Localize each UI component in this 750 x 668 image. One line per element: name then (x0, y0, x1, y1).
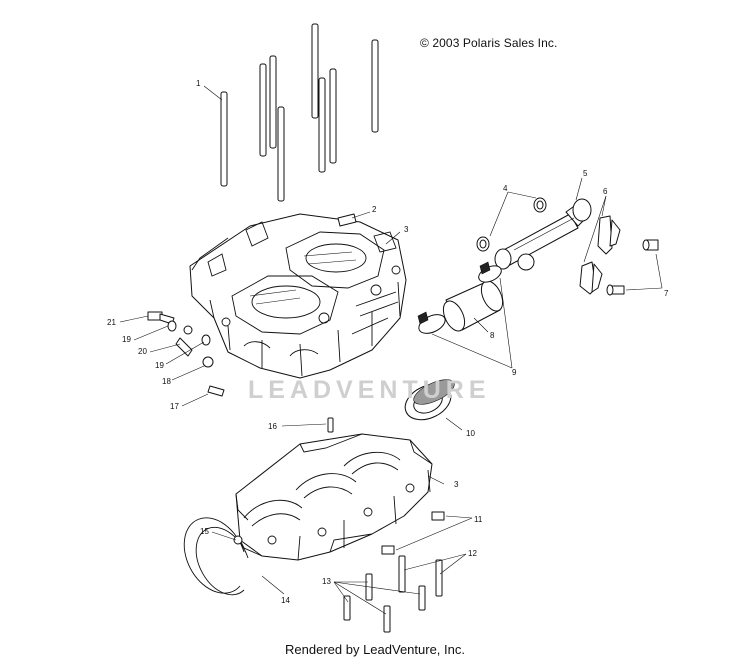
callout-17: 17 (170, 402, 179, 411)
callout-20: 20 (138, 347, 147, 356)
callout-11: 11 (474, 515, 483, 524)
callout-3-lower: 3 (454, 480, 459, 489)
callout-6: 6 (603, 187, 608, 196)
callout-4: 4 (503, 184, 508, 193)
copyright-notice: © 2003 Polaris Sales Inc. (420, 36, 558, 50)
callout-18: 18 (162, 377, 171, 386)
callout-9: 9 (512, 368, 517, 377)
callout-14: 14 (281, 596, 290, 605)
callout-8: 8 (490, 331, 495, 340)
hose-and-clamps (417, 261, 504, 334)
callout-19-upper: 19 (122, 335, 131, 344)
small-hardware (147, 311, 225, 397)
dowel-pin (337, 213, 357, 227)
leader-lines (119, 85, 663, 615)
coolant-pipe (494, 198, 592, 271)
callout-3-upper: 3 (404, 225, 409, 234)
callout-21: 21 (107, 318, 116, 327)
callout-1: 1 (196, 79, 201, 88)
callout-19-lower: 19 (155, 361, 164, 370)
callout-5: 5 (583, 169, 588, 178)
lower-crankcase (235, 433, 433, 561)
watermark: LEADVENTURE (248, 376, 491, 404)
callout-2: 2 (372, 205, 377, 214)
callout-12: 12 (468, 549, 477, 558)
callout-13: 13 (322, 577, 331, 586)
o-rings (476, 197, 547, 252)
callout-7: 7 (664, 289, 669, 298)
rendered-by-footer: Rendered by LeadVenture, Inc. (285, 642, 465, 657)
case-bolts (233, 417, 445, 633)
snap-ring (183, 517, 245, 594)
upper-crankcase (189, 213, 407, 379)
bracket-bolts (606, 239, 659, 296)
callout-10: 10 (466, 429, 475, 438)
callout-16: 16 (268, 422, 277, 431)
callout-15: 15 (200, 527, 209, 536)
brackets (579, 215, 621, 295)
oil-seal (404, 379, 455, 421)
crankcase-studs (220, 23, 379, 202)
